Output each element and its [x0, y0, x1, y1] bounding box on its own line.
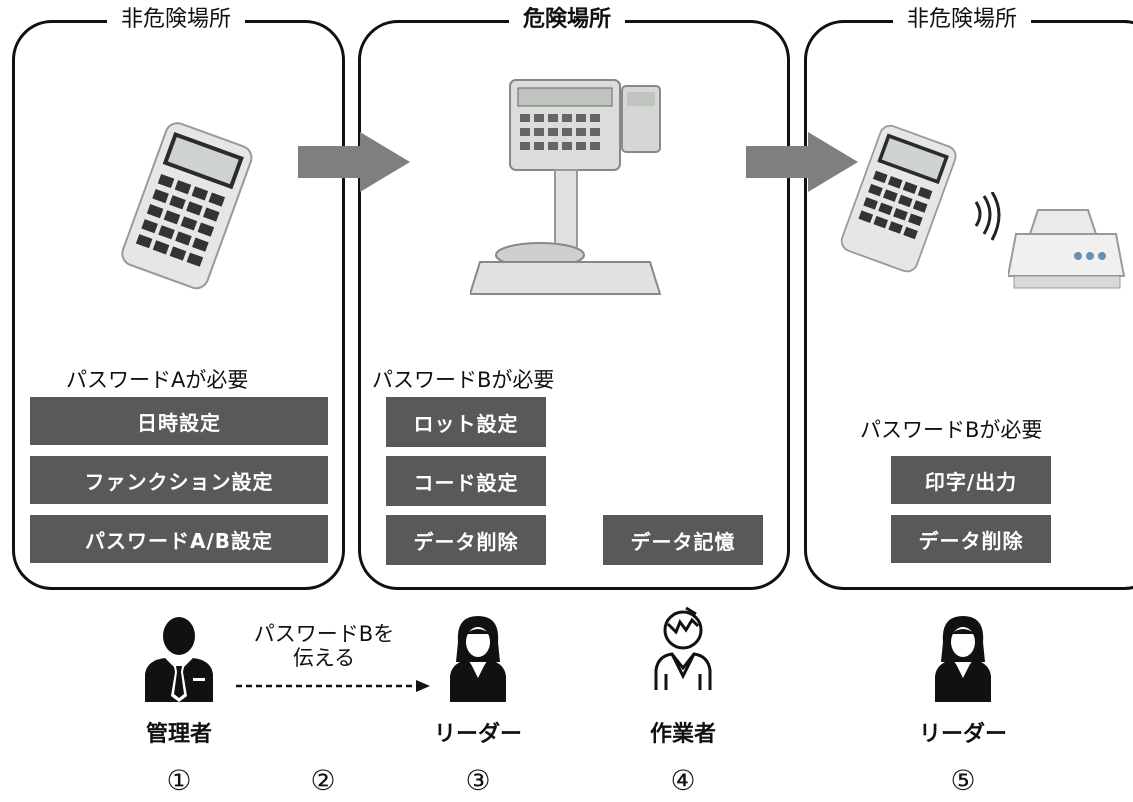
flow-arrow-1: [298, 132, 410, 192]
step-2: ②: [310, 764, 336, 797]
handheld-terminal-right-icon: [840, 124, 957, 273]
dashed-transfer-arrow: [236, 680, 430, 692]
password-ab-setting-button[interactable]: パスワードA/B設定: [30, 515, 328, 563]
datetime-setting-button[interactable]: 日時設定: [30, 397, 328, 445]
zone-title-center: 危険場所: [509, 5, 626, 35]
printer-icon: [1008, 209, 1126, 289]
code-setting-button[interactable]: コード設定: [386, 456, 546, 506]
left-password-requirement: パスワードAが必要: [66, 368, 249, 392]
data-delete-right-button[interactable]: データ削除: [891, 515, 1051, 563]
right-password-requirement: パスワードBが必要: [860, 418, 1043, 442]
flow-arrow-2: [746, 132, 858, 192]
step-4: ④: [670, 764, 696, 797]
zone-non-hazardous-left: 非危険場所: [12, 5, 345, 590]
weighing-scale-icon: [470, 79, 662, 295]
center-password-requirement: パスワードBが必要: [372, 368, 555, 392]
password-transfer-line2: 伝える: [292, 646, 356, 670]
role-manager: 管理者: [145, 722, 212, 747]
role-worker: 作業者: [649, 722, 716, 747]
password-transfer-note: パスワードBを 伝える: [234, 622, 414, 670]
zone-hazardous-center: 危険場所: [358, 5, 790, 590]
role-leader-right: リーダー: [918, 722, 1007, 747]
data-memory-button[interactable]: データ記憶: [603, 515, 763, 565]
role-leader: リーダー: [433, 722, 522, 747]
zone-title-right: 非危険場所: [893, 5, 1032, 35]
print-output-button[interactable]: 印字/出力: [891, 456, 1051, 504]
lot-setting-button[interactable]: ロット設定: [386, 397, 546, 447]
zone-non-hazardous-right: 非危険場所: [804, 5, 1133, 590]
step-5: ⑤: [950, 764, 976, 797]
worker-icon: [654, 606, 712, 690]
wireless-signal-icon: [974, 192, 1001, 241]
handheld-terminal-icon: [121, 122, 253, 290]
step-1: ①: [166, 764, 192, 797]
data-delete-button[interactable]: データ削除: [386, 515, 546, 565]
leader-icon: [450, 616, 506, 702]
zone-title-left: 非危険場所: [107, 5, 246, 35]
step-3: ③: [465, 764, 491, 797]
password-transfer-line1: パスワードBを: [253, 622, 395, 646]
manager-icon: [145, 617, 213, 702]
leader-icon: [935, 616, 991, 702]
function-setting-button[interactable]: ファンクション設定: [30, 456, 328, 504]
